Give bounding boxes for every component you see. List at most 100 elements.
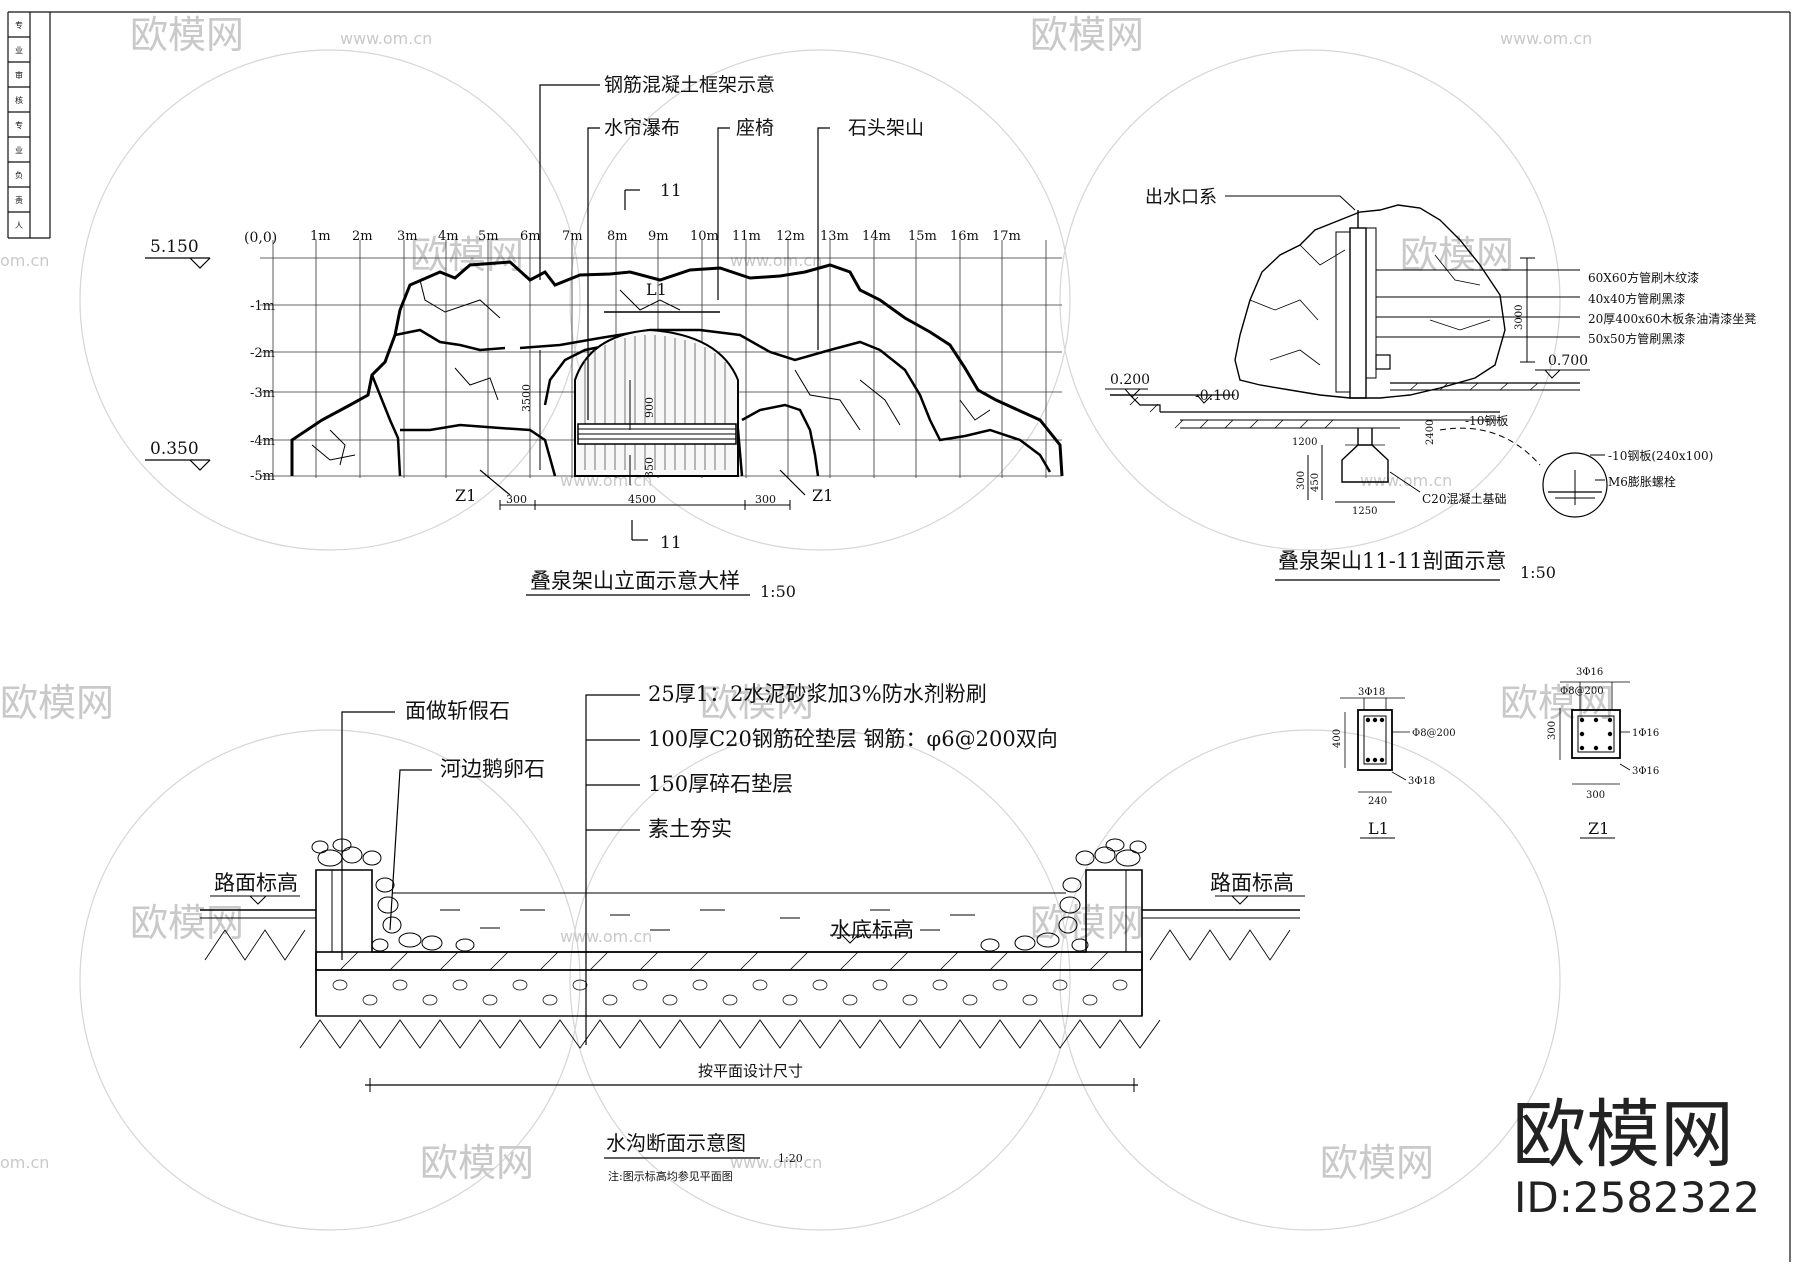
level-mid: -0.100 xyxy=(1195,388,1240,404)
label-dimension: 按平面设计尺寸 xyxy=(698,1062,803,1080)
watermark-text: 欧模网 xyxy=(410,233,524,277)
waterfall-curtain xyxy=(574,311,739,477)
title-block-cell: 专 xyxy=(15,20,23,30)
title-block-cell: 责 xyxy=(15,195,23,205)
ditch-scale: 1:20 xyxy=(778,1152,803,1165)
label-plank: 20厚400x60木板条油清漆坐凳 xyxy=(1588,311,1756,326)
dim-3500: 3500 xyxy=(520,384,533,412)
label-steel10: -10钢板 xyxy=(1465,414,1508,428)
elevation-labels: 5.150 0.350 (0,0) 1m 2m 3m 4m 5m 6m 7m 8… xyxy=(150,74,1021,601)
title-block-cell: 业 xyxy=(15,45,23,55)
x-tick: 10m xyxy=(690,229,719,244)
sheet-frame xyxy=(7,11,1791,1262)
watermark-text: 欧模网 xyxy=(1030,901,1144,945)
dim-300: 300 xyxy=(1296,471,1307,490)
label-bolt: M6膨胀螺栓 xyxy=(1608,474,1676,489)
column-width: 300 xyxy=(1586,790,1605,801)
y-tick: -2m xyxy=(250,346,275,361)
x-tick: 6m xyxy=(520,229,541,244)
beam-L1-detail: 3Φ18 Φ8@200 3Φ18 400 240 L1 xyxy=(1332,687,1456,839)
level-bottom: 0.350 xyxy=(150,439,199,459)
dim-1200: 1200 xyxy=(1292,437,1317,448)
watermark-site: om.cn xyxy=(0,1153,49,1172)
x-tick: 17m xyxy=(992,229,1021,244)
x-tick: 3m xyxy=(397,229,418,244)
elevation-dimensions xyxy=(499,350,791,510)
x-tick: 8m xyxy=(607,229,628,244)
dim-2400: 2400 xyxy=(1425,420,1436,445)
rock-outline xyxy=(290,260,1064,477)
x-tick: 1m xyxy=(310,229,331,244)
dim-900: 900 xyxy=(643,397,656,418)
ditch-layer: 100厚C20钢筋砼垫层 钢筋：φ6@200双向 xyxy=(648,727,1058,751)
label-outlet: 出水口系 xyxy=(1145,187,1217,208)
ditch-layer: 25厚1：2水泥砂浆加3%防水剂粉刷 xyxy=(648,682,987,706)
watermark-text: 欧模网 xyxy=(1320,1141,1434,1185)
label-tube50: 50x50方管刷黑漆 xyxy=(1588,331,1685,346)
column-Z1-detail: 3Φ16 Φ8@200 1Φ16 3Φ16 300 300 Z1 xyxy=(1547,667,1659,839)
dim-300: 300 xyxy=(755,493,776,506)
beam-width: 240 xyxy=(1368,796,1387,807)
brand-logo-text: 欧模网 xyxy=(1512,1092,1734,1178)
label-road-right: 路面标高 xyxy=(1210,871,1294,895)
label-rock: 石头架山 xyxy=(848,117,924,139)
y-tick: -4m xyxy=(250,434,275,449)
beam-stirrup: Φ8@200 xyxy=(1412,728,1456,739)
brand-id: ID:2582322 xyxy=(1514,1173,1760,1222)
x-tick: 5m xyxy=(478,229,499,244)
label-col-Z1-left: Z1 xyxy=(455,486,476,505)
elevation-title: 叠泉架山立面示意大样 xyxy=(530,569,740,593)
label-col-Z1-right: Z1 xyxy=(812,486,833,505)
dim-350: 350 xyxy=(643,457,656,478)
elevation-leaders xyxy=(479,84,830,541)
brand-logo: 欧模网 ID:2582322 xyxy=(1512,1092,1760,1222)
label-curtain: 水帘瀑布 xyxy=(604,117,680,139)
watermark-site: www.om.cn xyxy=(730,1153,822,1172)
label-beam-L1: L1 xyxy=(646,280,667,299)
label-tube40: 40x40方管刷黑漆 xyxy=(1588,291,1685,306)
label-stone-top: 面做斩假石 xyxy=(405,699,510,723)
ditch-note: 注:图示标高均参见平面图 xyxy=(608,1169,733,1183)
column-name: Z1 xyxy=(1588,819,1609,838)
section-mark-top: 11 xyxy=(660,181,682,201)
x-tick: 7m xyxy=(562,229,583,244)
beam-name: L1 xyxy=(1368,819,1389,838)
ditch-layer: 150厚碎石垫层 xyxy=(648,772,793,796)
watermark-text: 欧模网 xyxy=(0,681,114,725)
title-block-cell: 核 xyxy=(15,95,23,105)
section-drawing: 出水口系 60X60方管刷木纹漆 40x40方管刷黑漆 20厚400x60木板条… xyxy=(1105,187,1756,582)
level-marker xyxy=(145,257,211,471)
elevation-scale: 1:50 xyxy=(760,582,796,601)
title-block-cell: 负 xyxy=(15,170,23,180)
section-title: 叠泉架山11-11剖面示意 xyxy=(1278,549,1507,573)
dim-3000: 3000 xyxy=(1514,305,1525,330)
ditch-section: 面做斩假石 河边鹅卵石 路面标高 路面标高 水底标高 25厚1：2水泥砂浆加3%… xyxy=(200,682,1305,1183)
x-tick: 2m xyxy=(352,229,373,244)
y-tick: -1m xyxy=(250,299,275,314)
watermark-text: 欧模网 xyxy=(420,1141,534,1185)
label-tube60: 60X60方管刷木纹漆 xyxy=(1588,270,1699,285)
dim-450: 450 xyxy=(1310,473,1321,492)
column-top-bars: 3Φ16 xyxy=(1576,667,1603,678)
x-tick: 15m xyxy=(908,229,937,244)
watermark-text: 欧模网 xyxy=(130,13,244,57)
title-block-cell: 审 xyxy=(15,70,23,80)
watermark-layer: 欧模网 www.om.cn 欧模网 www.om.cn 欧模网 欧模网 om.c… xyxy=(0,13,1614,1231)
title-block-cell: 人 xyxy=(15,221,23,230)
section-mark-bottom: 11 xyxy=(660,533,682,553)
section-scale: 1:50 xyxy=(1520,563,1556,582)
level-left: 0.200 xyxy=(1110,372,1150,388)
label-footing: C20混凝土基础 xyxy=(1422,491,1506,506)
watermark-site: www.om.cn xyxy=(1360,471,1452,490)
watermark-site: www.om.cn xyxy=(730,251,822,270)
x-tick: 12m xyxy=(776,229,805,244)
label-frame: 钢筋混凝土框架示意 xyxy=(604,74,775,96)
level-right: 0.700 xyxy=(1548,353,1588,369)
watermark-site: www.om.cn xyxy=(340,29,432,48)
watermark-text: 欧模网 xyxy=(130,901,244,945)
beam-top-bars: 3Φ18 xyxy=(1358,687,1385,698)
title-block: 专 业 审 核 专 业 负 责 人 xyxy=(15,20,23,230)
level-top: 5.150 xyxy=(150,237,199,257)
column-bottom-bars: 3Φ16 xyxy=(1632,766,1659,777)
